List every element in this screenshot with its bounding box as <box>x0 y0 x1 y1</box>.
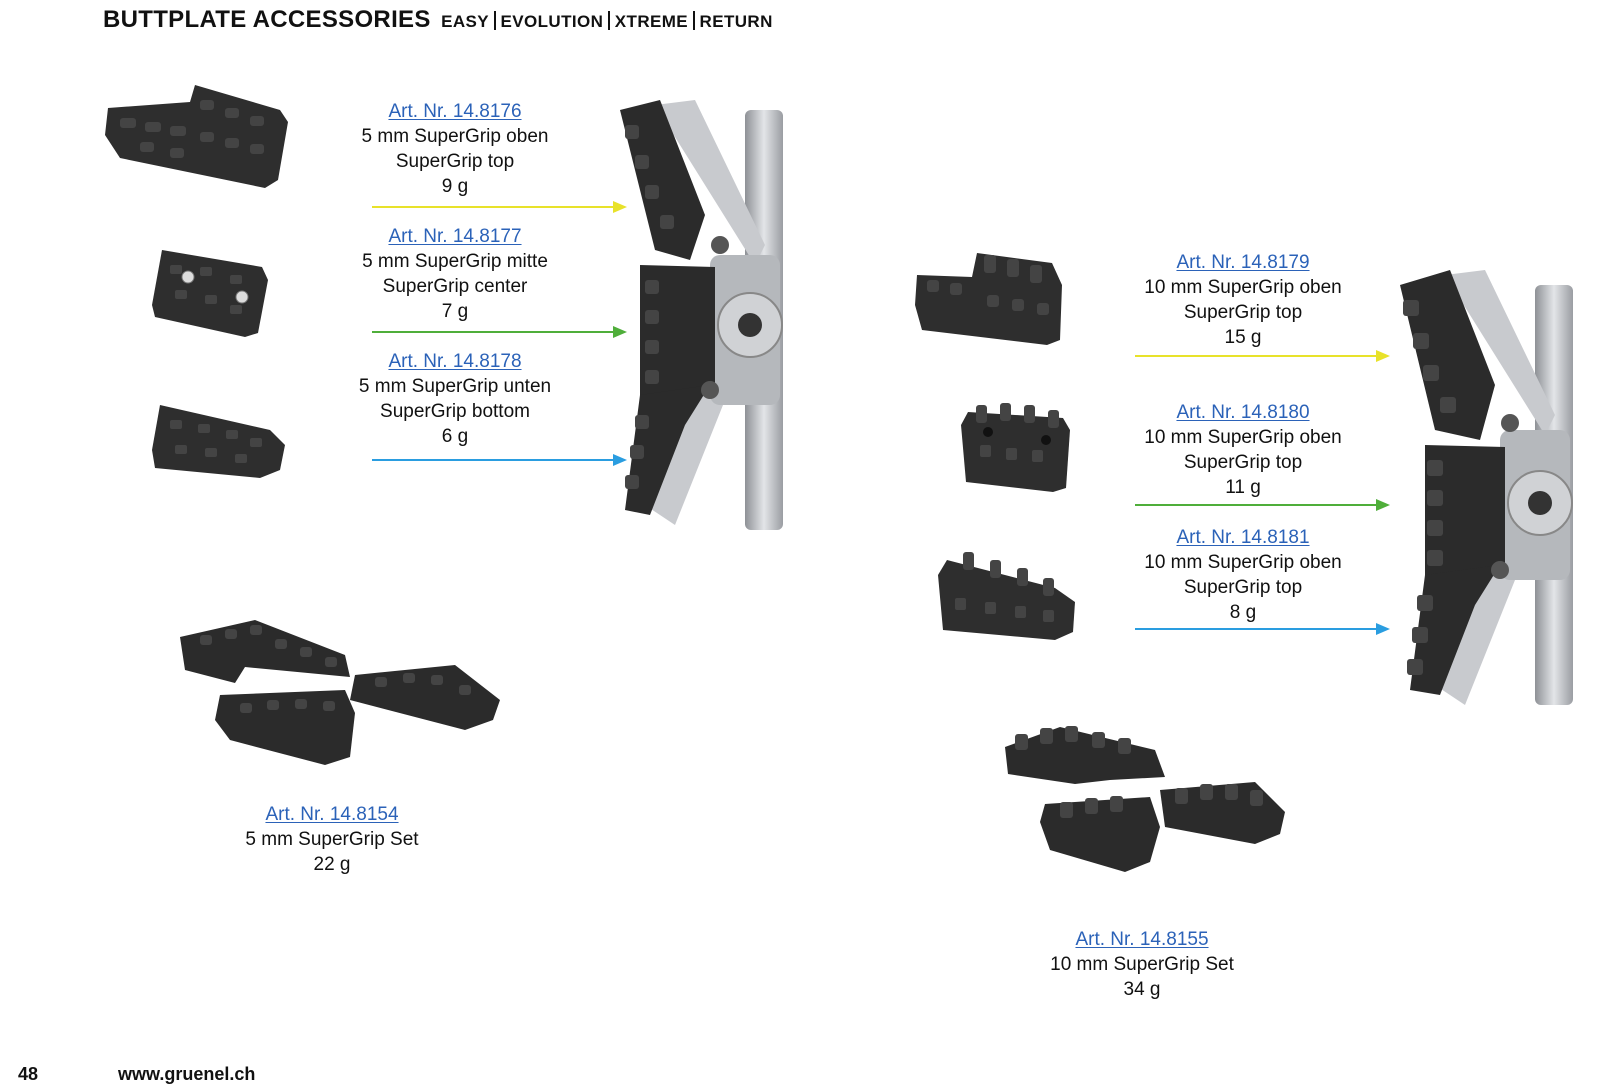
article-number-link[interactable]: Art. Nr. 14.8180 <box>1176 402 1310 423</box>
product-weight: 11 g <box>1225 477 1261 498</box>
article-number-link[interactable]: Art. Nr. 14.8181 <box>1176 527 1310 548</box>
product-name-en: SuperGrip bottom <box>380 401 530 422</box>
product-name-de: 10 mm SuperGrip oben <box>1144 427 1342 448</box>
variant-easy: EASY <box>441 12 490 31</box>
product-name-en: SuperGrip center <box>382 276 528 297</box>
page-number: 48 <box>18 1064 39 1084</box>
product-weight: 7 g <box>441 301 469 322</box>
article-number-link[interactable]: Art. Nr. 14.8178 <box>388 351 522 372</box>
product-name-en: SuperGrip top <box>395 151 515 172</box>
supergrip-top-10mm-image <box>915 253 1062 345</box>
supergrip-set-5mm-image <box>180 620 500 765</box>
article-number-link[interactable]: Art. Nr. 14.8176 <box>388 101 522 122</box>
page-title: BUTTPLATE ACCESSORIES <box>103 6 431 33</box>
product-name-de: 10 mm SuperGrip oben <box>1144 277 1342 298</box>
variant-list: EASY EVOLUTION XTREME RETURN <box>441 11 773 31</box>
product-weight: 15 g <box>1224 327 1262 348</box>
product-name-en: SuperGrip top <box>1183 452 1303 473</box>
product-weight: 22 g <box>313 854 351 875</box>
article-number-link[interactable]: Art. Nr. 14.8155 <box>1075 929 1209 950</box>
product-name-en: SuperGrip top <box>1183 577 1303 598</box>
separator <box>608 11 610 30</box>
product-name-de: 5 mm SuperGrip Set <box>245 829 419 850</box>
product-14-8154: Art. Nr. 14.8154 5 mm SuperGrip Set 22 g <box>202 802 462 877</box>
buttplate-assembly-5mm-image <box>620 100 783 530</box>
variant-evolution: EVOLUTION <box>500 12 604 31</box>
article-number-link[interactable]: Art. Nr. 14.8154 <box>265 804 399 825</box>
supergrip-center-10mm-image <box>961 403 1070 492</box>
supergrip-set-10mm-image <box>1005 726 1285 872</box>
product-name-de: 5 mm SuperGrip oben <box>361 126 549 147</box>
article-number-link[interactable]: Art. Nr. 14.8179 <box>1176 252 1310 273</box>
product-weight: 8 g <box>1229 602 1257 623</box>
supergrip-center-5mm-image <box>152 250 268 337</box>
website-link[interactable]: www.gruenel.ch <box>118 1064 256 1084</box>
separator <box>693 11 695 30</box>
supergrip-bottom-10mm-image <box>938 552 1075 640</box>
product-name-de: 10 mm SuperGrip oben <box>1144 552 1342 573</box>
product-name-de: 5 mm SuperGrip unten <box>358 376 552 397</box>
supergrip-bottom-5mm-image <box>152 405 285 478</box>
product-14-8178: Art. Nr. 14.8178 5 mm SuperGrip unten Su… <box>325 349 585 449</box>
product-14-8176: Art. Nr. 14.8176 5 mm SuperGrip oben Sup… <box>325 99 585 199</box>
product-name-de: 5 mm SuperGrip mitte <box>362 251 548 272</box>
product-14-8181: Art. Nr. 14.8181 10 mm SuperGrip oben Su… <box>1113 525 1373 625</box>
buttplate-assembly-10mm-image <box>1400 270 1573 705</box>
page-header: BUTTPLATE ACCESSORIES EASY EVOLUTION XTREM… <box>103 6 773 34</box>
product-14-8180: Art. Nr. 14.8180 10 mm SuperGrip oben Su… <box>1113 400 1373 500</box>
product-14-8155: Art. Nr. 14.8155 10 mm SuperGrip Set 34 … <box>1012 927 1272 1002</box>
product-weight: 9 g <box>441 176 469 197</box>
product-name-de: 10 mm SuperGrip Set <box>1050 954 1234 975</box>
article-number-link[interactable]: Art. Nr. 14.8177 <box>388 226 522 247</box>
separator <box>494 11 496 30</box>
variant-xtreme: XTREME <box>614 12 689 31</box>
product-weight: 34 g <box>1123 979 1161 1000</box>
product-14-8179: Art. Nr. 14.8179 10 mm SuperGrip oben Su… <box>1113 250 1373 350</box>
product-name-en: SuperGrip top <box>1183 302 1303 323</box>
product-weight: 6 g <box>441 426 469 447</box>
product-14-8177: Art. Nr. 14.8177 5 mm SuperGrip mitte Su… <box>325 224 585 324</box>
supergrip-top-5mm-image <box>105 85 288 188</box>
variant-return: RETURN <box>699 12 773 31</box>
